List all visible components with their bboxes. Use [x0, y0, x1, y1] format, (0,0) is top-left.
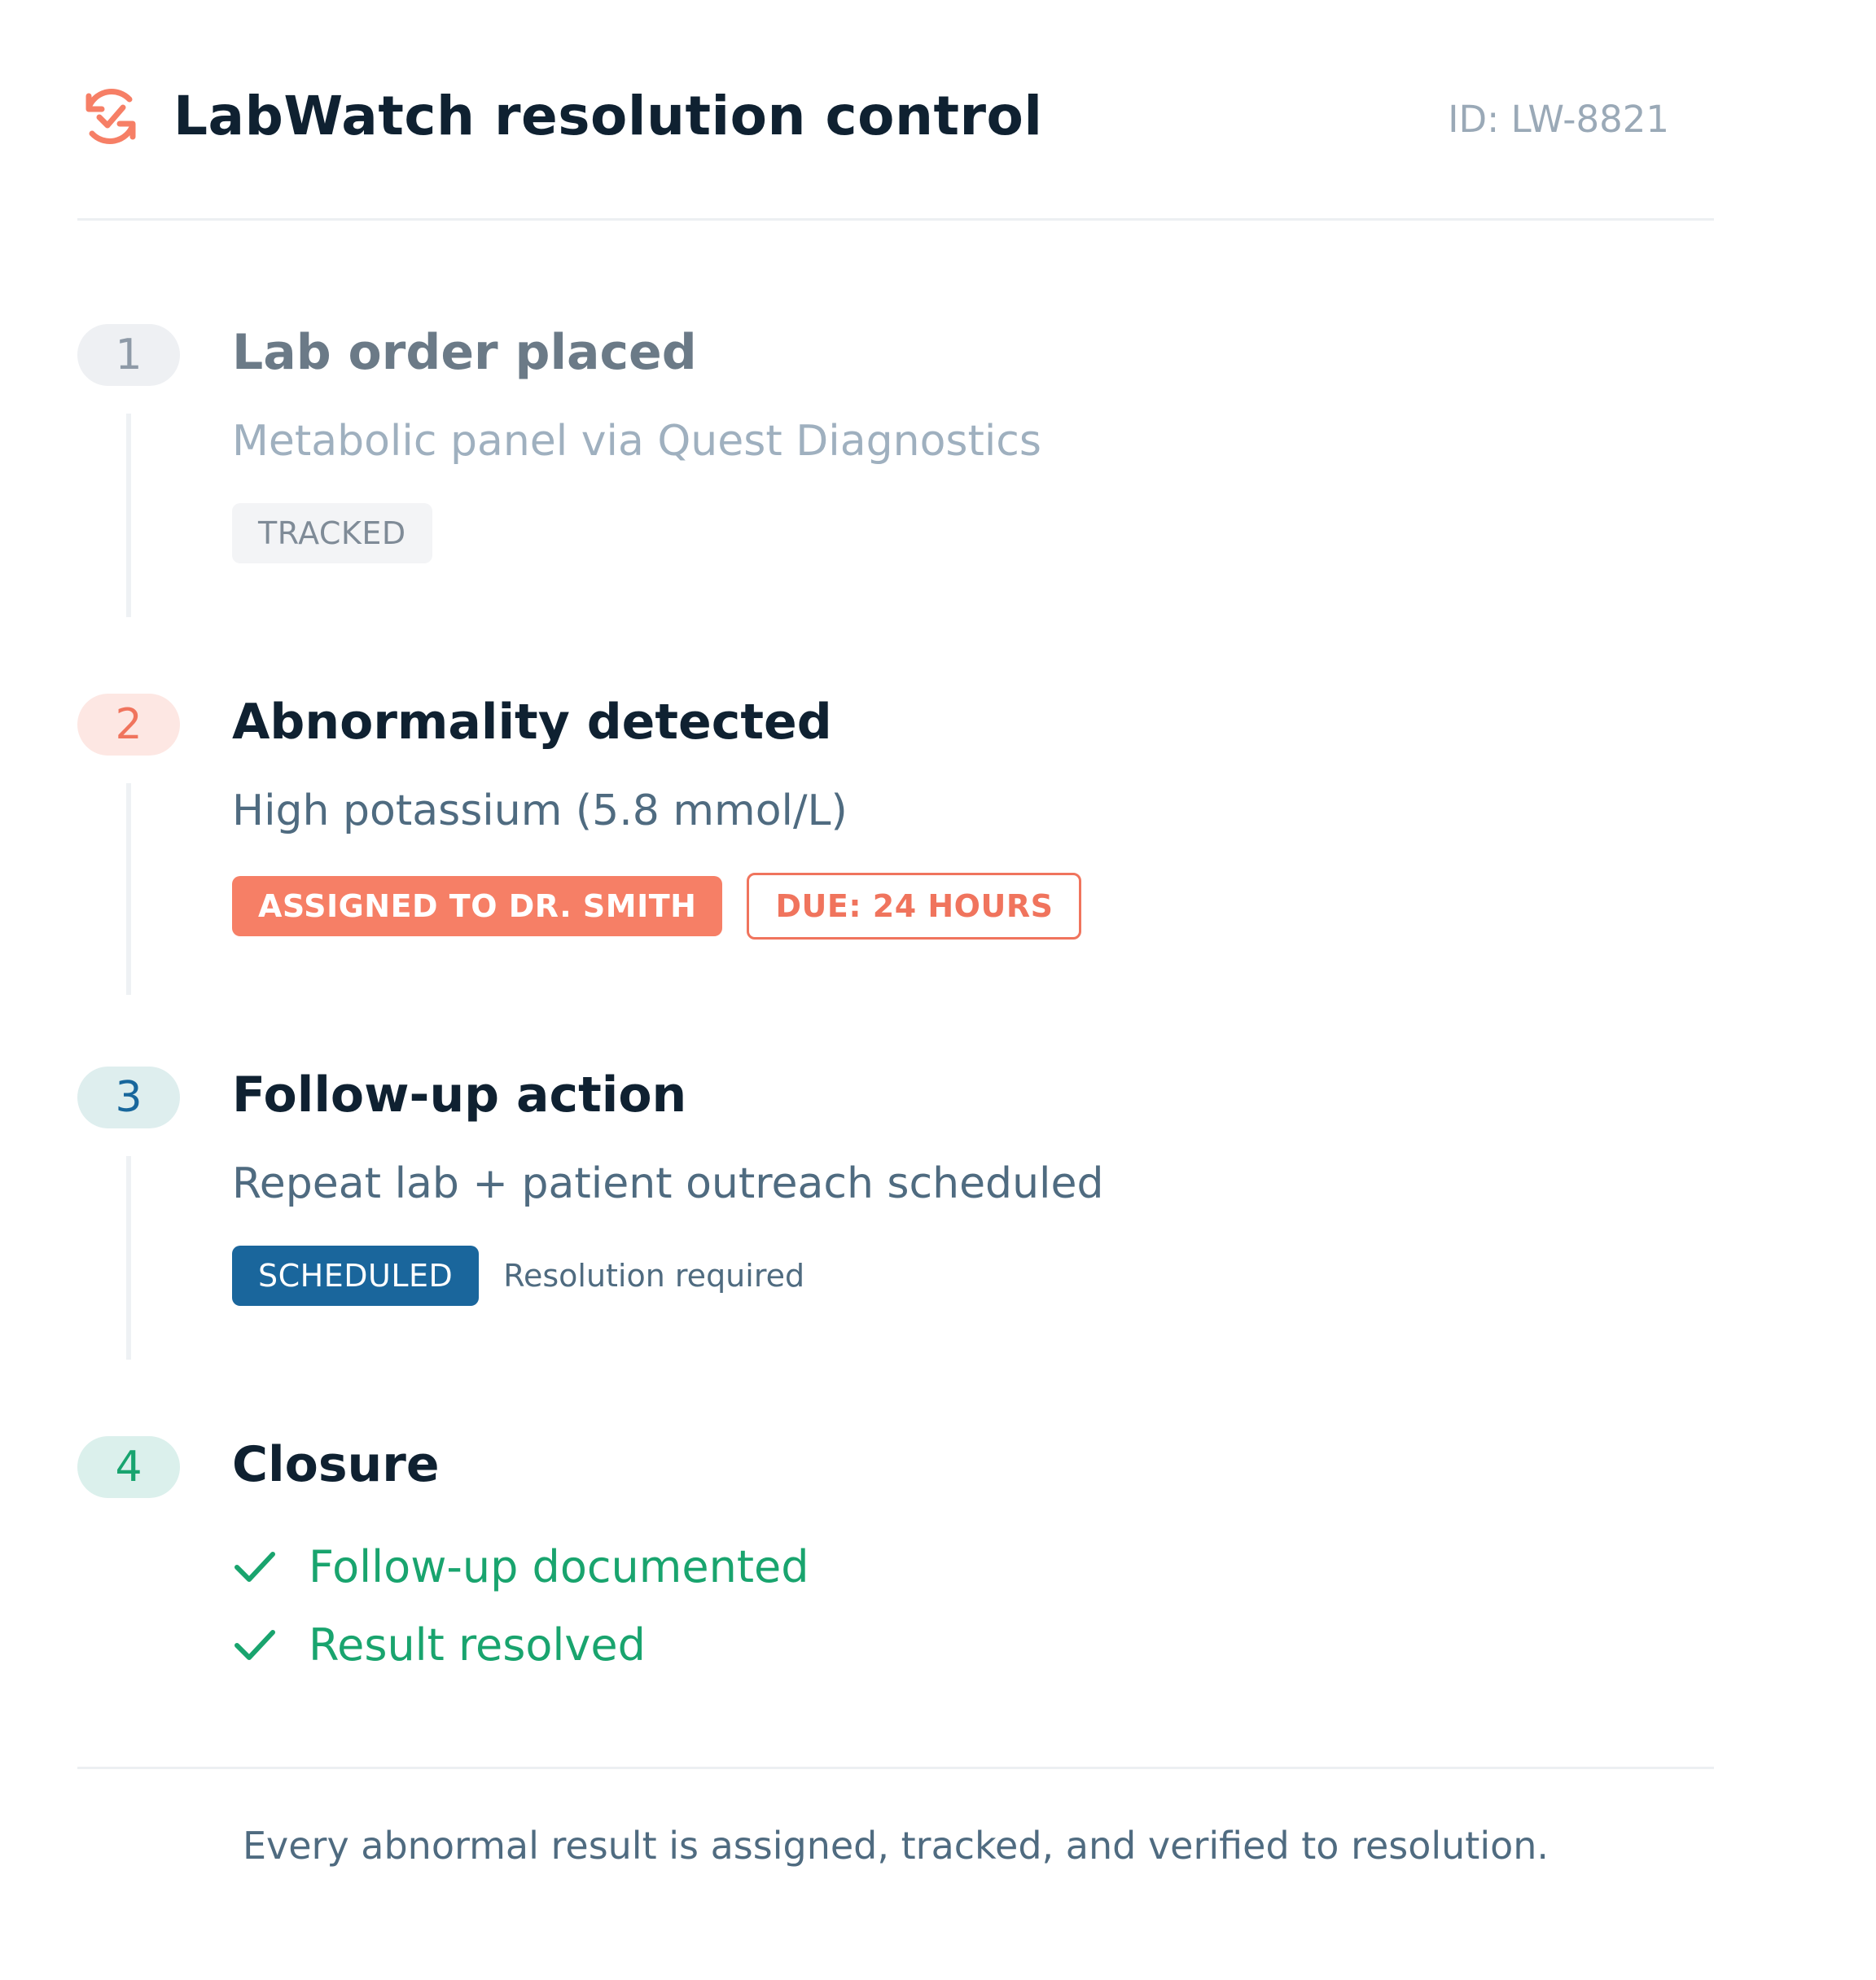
refresh-check-icon	[85, 89, 136, 144]
step-description: High potassium (5.8 mmol/L)	[232, 786, 848, 835]
step-description: Metabolic panel via Quest Diagnostics	[232, 417, 1041, 466]
step-number: 2	[77, 694, 180, 756]
step-title: Closure	[232, 1436, 440, 1493]
checklist-item: Result resolved	[232, 1605, 809, 1684]
resolution-note: Resolution required	[503, 1258, 805, 1294]
step-follow-up: 3 Follow-up action Repeat lab + patient …	[77, 1067, 1714, 1360]
header-divider	[77, 218, 1714, 221]
step-title: Follow-up action	[232, 1067, 687, 1124]
record-id: ID: LW-8821	[1448, 98, 1669, 141]
step-badges: TRACKED	[232, 503, 432, 563]
checklist-item: Follow-up documented	[232, 1527, 809, 1605]
labwatch-panel: LabWatch resolution control ID: LW-8821 …	[77, 0, 1714, 1980]
step-badges: SCHEDULED Resolution required	[232, 1246, 804, 1306]
step-connector	[126, 414, 131, 617]
checkmark-icon	[234, 1630, 275, 1660]
due-badge: DUE: 24 HOURS	[747, 873, 1082, 940]
step-badges: ASSIGNED TO DR. SMITH DUE: 24 HOURS	[232, 873, 1082, 940]
footer-note: Every abnormal result is assigned, track…	[242, 1824, 1549, 1868]
checklist-label: Follow-up documented	[309, 1540, 809, 1592]
step-title: Abnormality detected	[232, 694, 832, 751]
step-closure: 4 Closure Follow-up documented Result re…	[77, 1436, 1714, 1680]
step-abnormality: 2 Abnormality detected High potassium (5…	[77, 694, 1714, 995]
footer-divider	[77, 1767, 1714, 1769]
step-title: Lab order placed	[232, 324, 697, 381]
header: LabWatch resolution control ID: LW-8821	[77, 73, 1714, 171]
assigned-badge: ASSIGNED TO DR. SMITH	[232, 876, 723, 936]
step-number: 4	[77, 1436, 180, 1498]
step-number: 3	[77, 1067, 180, 1128]
step-lab-order: 1 Lab order placed Metabolic panel via Q…	[77, 324, 1714, 617]
scheduled-badge: SCHEDULED	[232, 1246, 480, 1306]
tracked-badge: TRACKED	[232, 503, 432, 563]
step-connector	[126, 783, 131, 995]
checklist-label: Result resolved	[309, 1619, 646, 1671]
page-title: LabWatch resolution control	[173, 85, 1043, 147]
checkmark-icon	[234, 1552, 275, 1582]
step-number: 1	[77, 324, 180, 386]
step-connector	[126, 1156, 131, 1360]
step-description: Repeat lab + patient outreach scheduled	[232, 1159, 1104, 1208]
closure-checklist: Follow-up documented Result resolved	[232, 1527, 809, 1684]
